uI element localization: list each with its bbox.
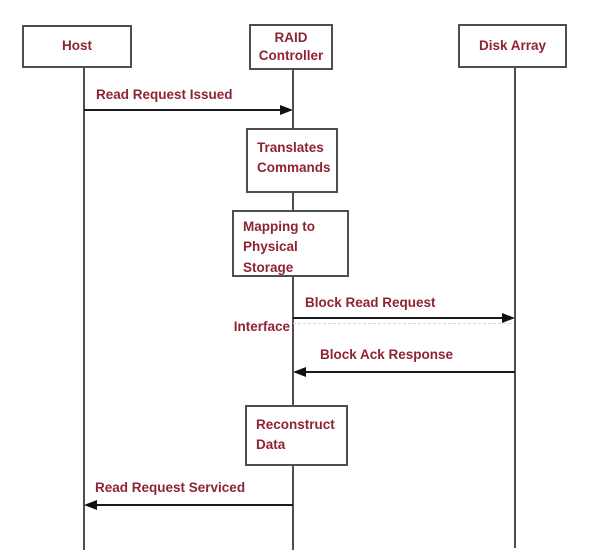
message-read-request-serviced-line: [97, 504, 293, 506]
arrowhead-right-icon: [502, 313, 515, 323]
process-translates-line2: Commands: [257, 160, 331, 176]
arrowhead-left-icon: [293, 367, 306, 377]
process-mapping-line1: Mapping to: [243, 219, 315, 234]
actor-raid-label-line1: RAID: [274, 29, 308, 45]
message-block-ack-response-line: [306, 371, 515, 373]
message-read-request-issued-label: Read Request Issued: [96, 87, 233, 102]
interface-annotation-label: Interface: [233, 319, 290, 334]
actor-host-label: Host: [62, 38, 92, 54]
process-reconstruct-line2: Data: [256, 437, 286, 453]
faint-dashed-line: [293, 323, 511, 324]
process-reconstruct-data-box: Reconstruct Data: [245, 405, 348, 466]
actor-raid-label-line2: Controller: [258, 48, 324, 63]
actor-disk-array-box: Disk Array: [458, 24, 567, 68]
arrowhead-left-icon: [84, 500, 97, 510]
process-mapping-line3: Storage: [243, 259, 294, 275]
message-read-request-serviced-label: Read Request Serviced: [95, 480, 246, 495]
message-block-ack-response-label: Block Ack Response: [320, 347, 454, 362]
arrowhead-right-icon: [280, 105, 293, 115]
process-mapping-box: Mapping to Physical Storage: [232, 210, 349, 277]
process-translates-commands-box: Translates Commands: [246, 128, 338, 193]
actor-host-box: Host: [22, 25, 132, 68]
process-mapping-line2: Physical: [243, 239, 298, 255]
lifeline-host: [83, 67, 85, 550]
lifeline-raid-controller: [292, 69, 294, 550]
lifeline-disk-array: [514, 67, 516, 548]
message-read-request-issued-line: [84, 109, 280, 111]
actor-raid-controller-box: RAID Controller: [249, 24, 333, 70]
actor-disk-array-label: Disk Array: [478, 37, 547, 53]
process-reconstruct-line1: Reconstruct: [256, 417, 335, 432]
message-block-read-request-label: Block Read Request: [305, 295, 436, 310]
process-translates-line1: Translates: [257, 140, 324, 155]
message-block-read-request-line: [293, 317, 502, 319]
